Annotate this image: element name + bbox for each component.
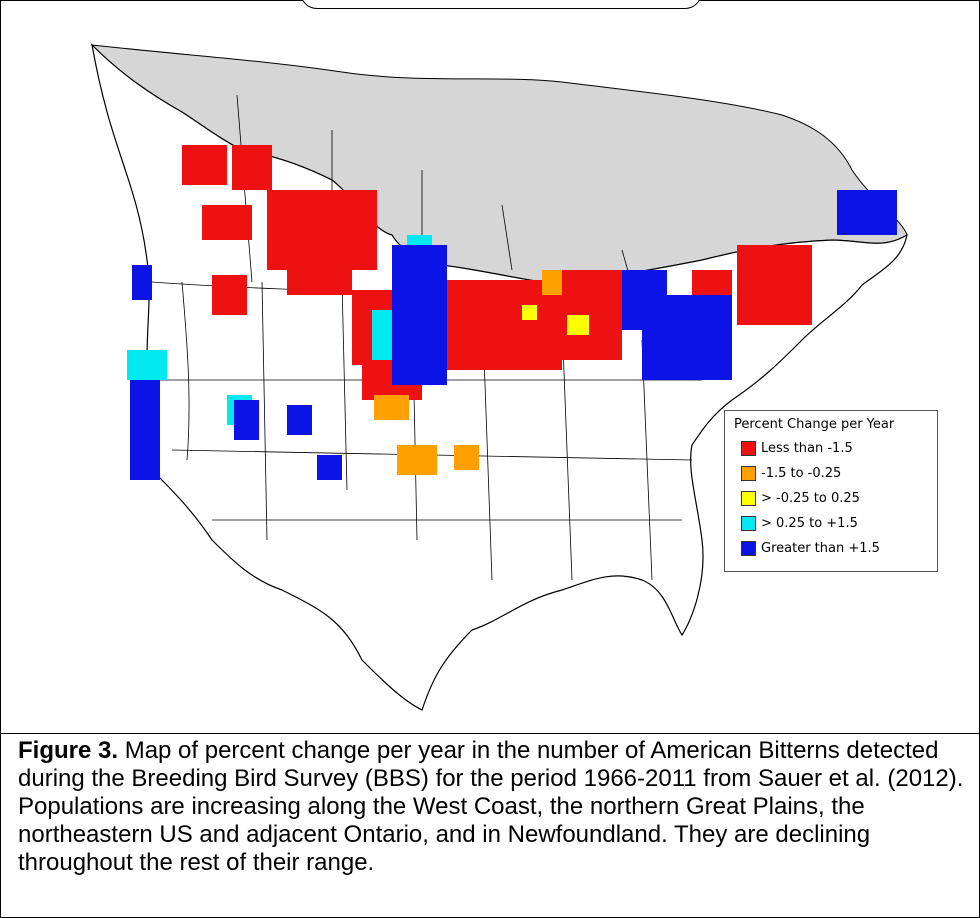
legend-swatch: [741, 466, 756, 481]
caption-text: Map of percent change per year in the nu…: [18, 737, 964, 876]
legend-title: Percent Change per Year: [734, 417, 895, 432]
legend-label: Greater than +1.5: [761, 541, 880, 556]
legend-item-decline: Less than -1.5: [741, 436, 937, 461]
legend-item-increase: Greater than +1.5: [741, 536, 937, 561]
legend-label: > -0.25 to 0.25: [761, 491, 860, 506]
map-legend: Percent Change per Year Less than -1.5 -…: [724, 410, 938, 572]
legend-swatch: [741, 491, 756, 506]
legend-item-stable: > -0.25 to 0.25: [741, 486, 937, 511]
legend-label: -1.5 to -0.25: [761, 466, 842, 481]
legend-swatch: [741, 516, 756, 531]
legend-label: > 0.25 to +1.5: [761, 516, 858, 531]
legend-item-moderate-decline: -1.5 to -0.25: [741, 461, 937, 486]
legend-swatch: [741, 441, 756, 456]
trend-regions: [127, 145, 897, 480]
legend-item-moderate-increase: > 0.25 to +1.5: [741, 511, 937, 536]
top-clip-edge: [300, 0, 702, 9]
north-america-trend-map: [90, 43, 908, 711]
legend-swatch: [741, 541, 756, 556]
legend-label: Less than -1.5: [761, 441, 853, 456]
caption-divider: [0, 733, 980, 734]
figure-caption: Figure 3. Map of percent change per year…: [18, 737, 968, 877]
caption-label: Figure 3.: [18, 737, 119, 764]
